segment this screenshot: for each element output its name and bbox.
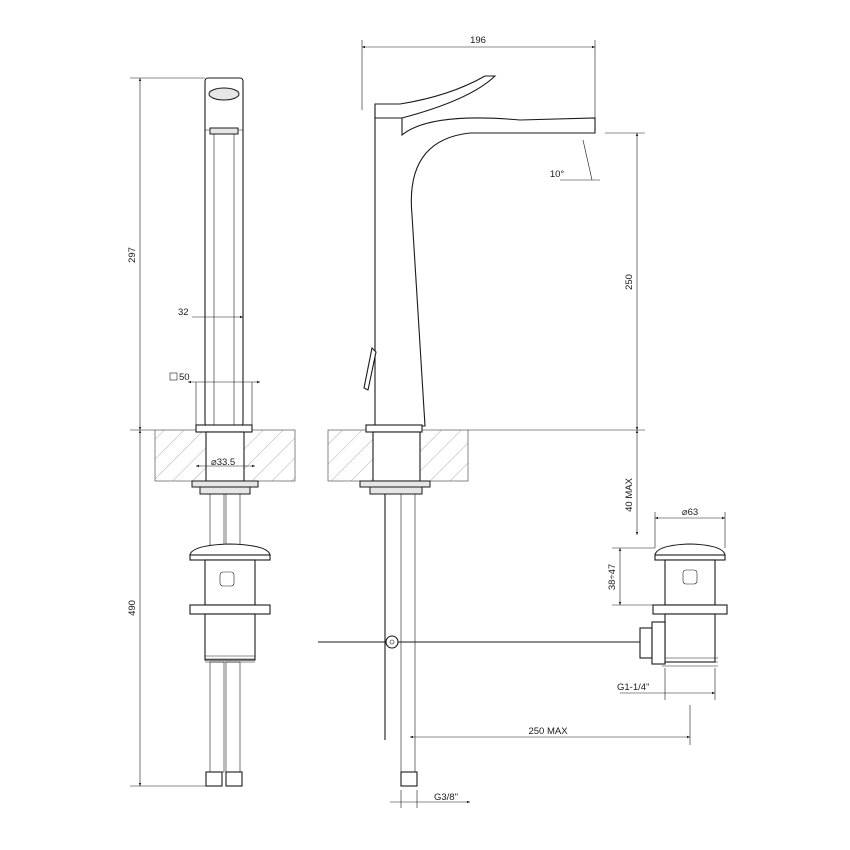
aerator bbox=[209, 127, 239, 135]
side-view bbox=[154, 77, 296, 787]
dim-250: 250 bbox=[624, 274, 635, 290]
dim-g3-8: G3/8" bbox=[434, 792, 458, 803]
lever-handle bbox=[374, 75, 497, 119]
hose-nut-left bbox=[205, 771, 223, 787]
dim-63: ⌀63 bbox=[682, 507, 698, 518]
dim-32: 32 bbox=[178, 307, 189, 318]
handle-top bbox=[208, 87, 240, 101]
hose-nut-center bbox=[400, 771, 418, 787]
waste-cap-left bbox=[189, 543, 271, 556]
fixing-nut bbox=[199, 486, 251, 495]
front-view bbox=[318, 75, 640, 787]
square-symbol bbox=[169, 372, 178, 381]
dimension-lines: 196 10° 250 40 MAX 297 490 32 50 ⌀33.5 ⌀… bbox=[127, 35, 726, 808]
dim-50: 50 bbox=[179, 372, 190, 383]
waste-cap-right bbox=[654, 543, 726, 556]
dim-g1-1-4: G1-1/4" bbox=[617, 682, 649, 693]
dim-490: 490 bbox=[127, 600, 138, 616]
dim-10deg: 10° bbox=[550, 169, 565, 180]
shank-left bbox=[205, 431, 245, 482]
pop-up-knob bbox=[363, 346, 377, 391]
dim-250-max: 250 MAX bbox=[528, 726, 568, 737]
faucet-body bbox=[374, 109, 596, 427]
dim-40-max: 40 MAX bbox=[624, 477, 635, 511]
waste-side-fitting bbox=[639, 627, 653, 659]
waste-view bbox=[639, 543, 728, 667]
dim-196: 196 bbox=[470, 35, 486, 46]
supply-hose bbox=[400, 493, 416, 773]
dim-33-5: ⌀33.5 bbox=[211, 457, 235, 468]
dim-297: 297 bbox=[127, 247, 138, 263]
dim-38-47: 38÷47 bbox=[607, 564, 618, 590]
